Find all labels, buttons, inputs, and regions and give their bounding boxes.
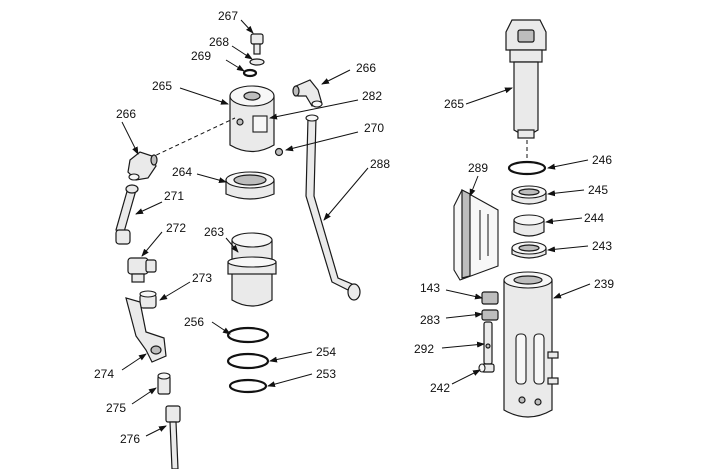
part-265-block xyxy=(229,85,275,153)
callout-242: 242 xyxy=(430,381,450,395)
part-244-bushing xyxy=(513,214,545,237)
part-266-left-fitting xyxy=(127,151,158,181)
callout-143: 143 xyxy=(420,281,440,295)
part-275-nut xyxy=(157,372,171,395)
part-268-washer xyxy=(249,58,265,66)
callout-282: 282 xyxy=(362,89,382,103)
callout-288: 288 xyxy=(370,157,390,171)
part-283-plate xyxy=(481,309,499,321)
callout-272: 272 xyxy=(166,221,186,235)
callout-273: 273 xyxy=(192,271,212,285)
part-253-oring xyxy=(228,378,268,394)
part-143-plate xyxy=(481,291,499,305)
callout-246: 246 xyxy=(592,153,612,167)
part-256-oring xyxy=(226,326,270,344)
callout-263: 263 xyxy=(204,225,224,239)
part-267-screw xyxy=(250,33,264,55)
leader-lines xyxy=(121,19,591,437)
part-273-fitting xyxy=(139,290,157,309)
callout-244: 244 xyxy=(584,211,604,225)
callout-283: 283 xyxy=(420,313,440,327)
callout-274: 274 xyxy=(94,367,114,381)
callout-253: 253 xyxy=(316,367,336,381)
part-245-ring xyxy=(511,185,547,205)
part-243-ring xyxy=(511,241,547,259)
callout-264: 264 xyxy=(172,165,192,179)
part-264-ring xyxy=(225,171,275,200)
callout-267: 267 xyxy=(218,9,238,23)
callout-268: 268 xyxy=(209,35,229,49)
callout-254: 254 xyxy=(316,345,336,359)
part-289-screen xyxy=(453,189,499,281)
callout-243: 243 xyxy=(592,239,612,253)
part-282-ball xyxy=(274,147,284,157)
callout-276: 276 xyxy=(120,432,140,446)
callout-265-right: 265 xyxy=(444,97,464,111)
callout-265-left: 265 xyxy=(152,79,172,93)
part-272-tee-fitting xyxy=(127,257,157,283)
part-274-bracket xyxy=(125,297,167,363)
part-263-cylinder xyxy=(227,232,277,307)
callout-256: 256 xyxy=(184,315,204,329)
callout-270: 270 xyxy=(364,121,384,135)
callout-292: 292 xyxy=(414,342,434,356)
part-246-oring xyxy=(507,160,547,176)
part-265-upper-unit xyxy=(505,19,547,139)
part-254-oring xyxy=(226,352,270,370)
part-270-tube xyxy=(305,114,361,301)
part-239-housing xyxy=(503,271,559,418)
part-269-oring xyxy=(242,68,258,78)
callout-275: 275 xyxy=(106,401,126,415)
callout-289: 289 xyxy=(468,161,488,175)
callout-245: 245 xyxy=(588,183,608,197)
part-242-pin xyxy=(478,363,495,373)
callout-269: 269 xyxy=(191,49,211,63)
callout-labels: 267 268 269 266 265 282 266 270 288 264 … xyxy=(94,9,614,446)
part-276-hose xyxy=(165,405,181,469)
part-266-upper-fitting xyxy=(292,79,323,108)
part-271-tube xyxy=(115,184,139,245)
alignment-line-left xyxy=(149,117,236,159)
callout-239: 239 xyxy=(594,277,614,291)
part-292-pin xyxy=(483,321,493,365)
callout-271: 271 xyxy=(164,189,184,203)
callout-266-left: 266 xyxy=(116,107,136,121)
callout-266-upper: 266 xyxy=(356,61,376,75)
